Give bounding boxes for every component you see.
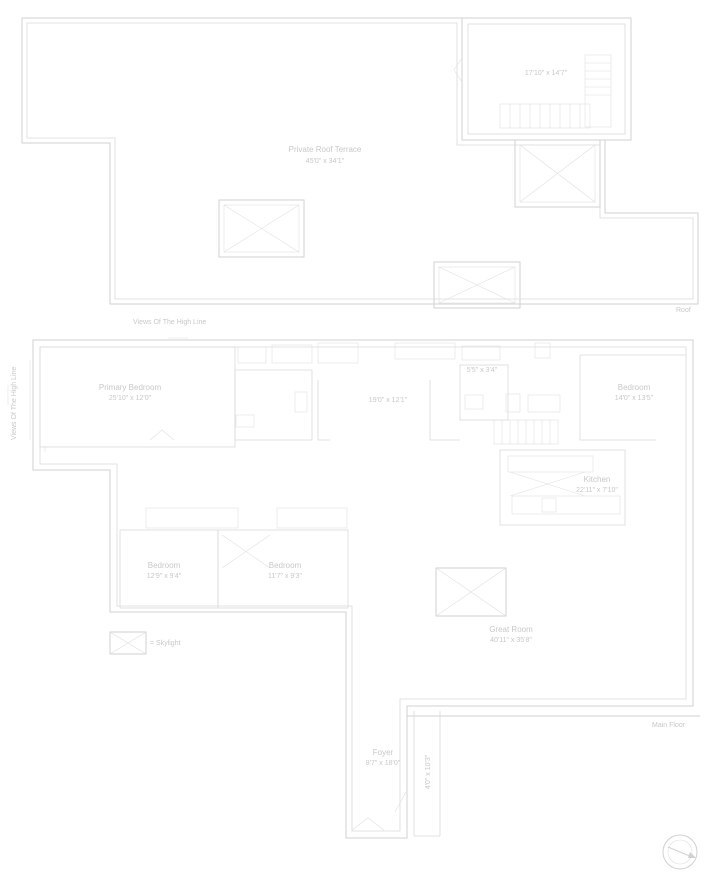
roof-stair [499,54,612,129]
roof-room-dims: 17'10" x 14'7" [525,70,568,77]
main-floor-inner-wall [39,346,687,832]
small-room-wall [459,364,509,421]
main-floor-label: Main Floor [652,722,686,729]
bedroom-left-dims: 12'9" x 9'4" [147,573,182,580]
views-side-label: Views Of The High Line [11,367,18,440]
compass-icon [662,834,698,870]
skylight-legend-label: = Skylight [150,640,181,647]
kitchen-wall [499,449,626,526]
skylight-legend-icon [109,631,147,655]
foyer-side-dims: 4'0" x 10'3" [425,754,432,789]
roof-terrace-outline [21,17,699,305]
bedroom-right-wall [579,354,686,441]
primary-bedroom-name: Primary Bedroom [99,383,162,392]
foyer-name: Foyer [373,748,394,757]
bedroom-right-name: Bedroom [618,383,651,392]
dryer [505,393,521,413]
kitchen-name: Kitchen [584,475,611,484]
closet [317,342,359,364]
foyer-door [351,791,407,831]
roof-level-label: Roof [676,307,691,314]
toilet [294,391,308,413]
main-stair [493,419,559,445]
bedroom-left-name: Bedroom [148,561,181,570]
bedroom-middle-dims: 11'7" x 9'3" [268,573,302,580]
bedroom-right-dims: 14'0" x 13'5" [615,395,654,402]
bedroom-middle-wall [217,529,349,609]
sink [235,414,255,428]
roof-level: Private Roof Terrace 45'0" x 34'1" 17'10… [21,17,699,314]
bathtub [271,344,313,364]
skylight [435,567,507,617]
vanity [237,346,267,364]
primary-bedroom-door [149,429,175,441]
tub [527,394,561,413]
views-top-label: Views Of The High Line [133,319,206,326]
foyer-dims: 8'7" x 18'0" [366,760,401,767]
roof-terrace-dims: 45'0" x 34'1" [306,158,345,165]
bath-wall [234,369,313,441]
skylight [433,261,521,309]
roof-terrace-inner-wall [26,22,694,300]
roof-room-inner-wall [467,23,626,135]
foyer-side-wall [414,711,441,837]
sink [534,342,551,359]
roof-terrace-name: Private Roof Terrace [289,145,362,154]
skylight-legend: = Skylight [109,631,181,655]
closet [394,342,456,360]
wardrobe [145,507,239,529]
main-floor-level: Primary Bedroom 25'10" x 12'0" 19'0" x 1… [7,319,700,839]
kitchen-island [511,495,621,515]
skylight [218,199,305,258]
primary-bedroom-dims: 25'10" x 12'0" [109,395,152,402]
closet [461,345,501,361]
skylight [514,139,601,208]
hall-dims: 19'0" x 12'1" [369,397,408,404]
hall-wall [317,380,460,441]
small-room-dims: 5'5" x 3'4" [467,367,498,374]
kitchen-counter [507,455,594,473]
great-room-name: Great Room [489,625,533,634]
roof-door-swing [453,57,463,83]
kitchen-dims: 22'11" x 7'10" [576,487,618,494]
cooktop [541,497,557,513]
main-floor-outer-wall [32,339,694,839]
bedroom-middle-name: Bedroom [269,561,302,570]
washer [464,394,484,410]
wardrobe [276,507,348,529]
great-room-dims: 40'11" x 35'8" [490,637,532,644]
